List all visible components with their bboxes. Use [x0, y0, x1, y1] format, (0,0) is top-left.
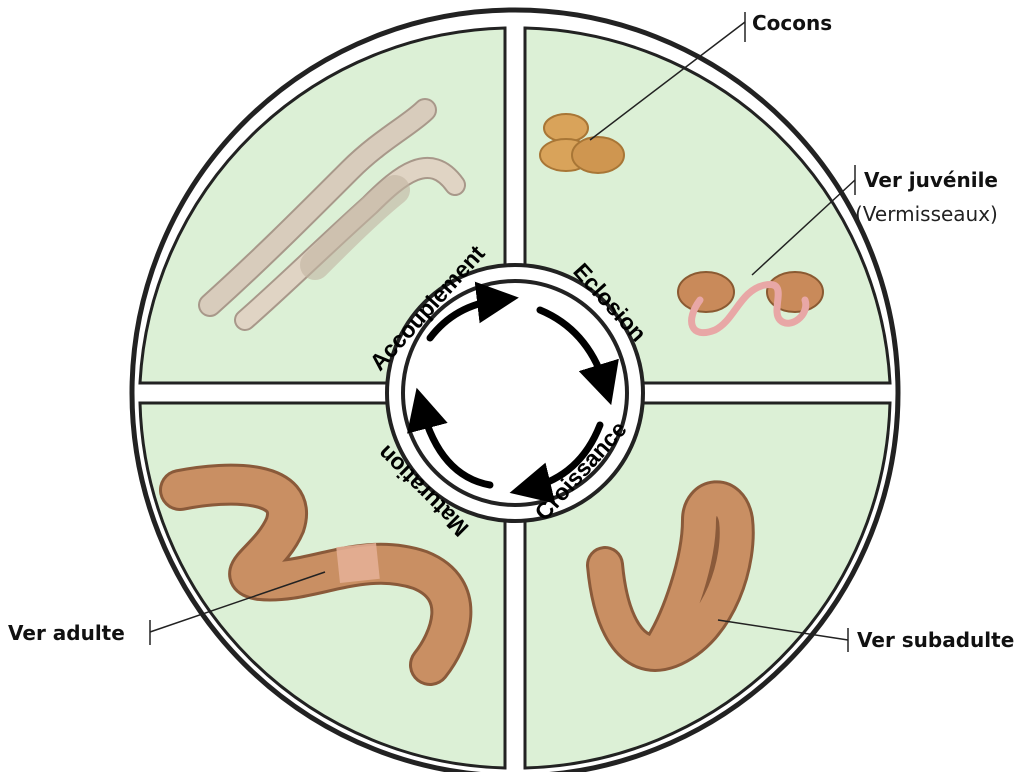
label-cocons: Cocons: [752, 11, 832, 35]
label-ver-adulte: Ver adulte: [8, 621, 125, 645]
label-vermisseaux: (Vermisseaux): [855, 202, 998, 226]
label-ver-subadulte: Ver subadulte: [857, 628, 1014, 652]
label-ver-juvenile: Ver juvénile: [864, 168, 998, 192]
